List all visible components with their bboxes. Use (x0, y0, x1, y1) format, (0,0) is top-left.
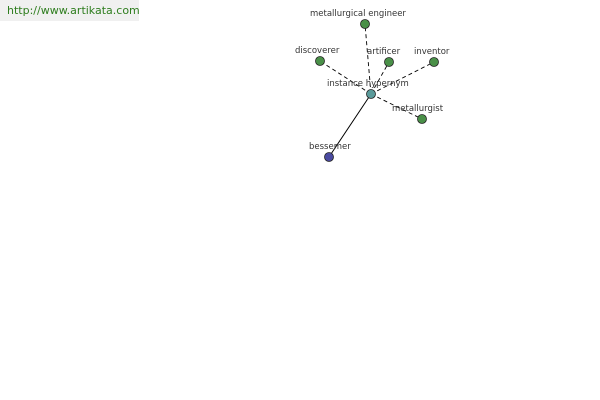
url-link[interactable]: http://www.artikata.com (7, 4, 140, 17)
label-inventor[interactable]: inventor (414, 47, 450, 57)
label-discoverer[interactable]: discoverer (295, 46, 340, 56)
edge-discoverer (319, 60, 372, 95)
graph-labels: metallurgical engineer discoverer artifice… (295, 9, 450, 152)
graph-edges (319, 23, 435, 158)
node-discoverer[interactable] (315, 56, 325, 66)
edge-artificer (370, 61, 390, 95)
edge-inventor (370, 61, 435, 95)
edge-metallurgist (370, 93, 423, 120)
label-artificer[interactable]: artificer (367, 47, 401, 57)
url-banner: http://www.artikata.com (0, 0, 140, 21)
node-inventor[interactable] (429, 57, 439, 67)
node-center[interactable] (366, 89, 376, 99)
node-artificer[interactable] (384, 57, 394, 67)
edge-bessemer (328, 93, 372, 158)
label-center: instance hypernym (327, 79, 409, 89)
graph-nodes (315, 19, 439, 162)
node-metallurgist[interactable] (417, 114, 427, 124)
edge-metallurgical-engineer (364, 23, 372, 95)
label-metallurgist[interactable]: metallurgist (392, 104, 444, 114)
label-bessemer[interactable]: bessemer (309, 142, 351, 152)
node-bessemer[interactable] (324, 152, 334, 162)
node-metallurgical-engineer[interactable] (360, 19, 370, 29)
label-metallurgical-engineer[interactable]: metallurgical engineer (310, 9, 406, 19)
